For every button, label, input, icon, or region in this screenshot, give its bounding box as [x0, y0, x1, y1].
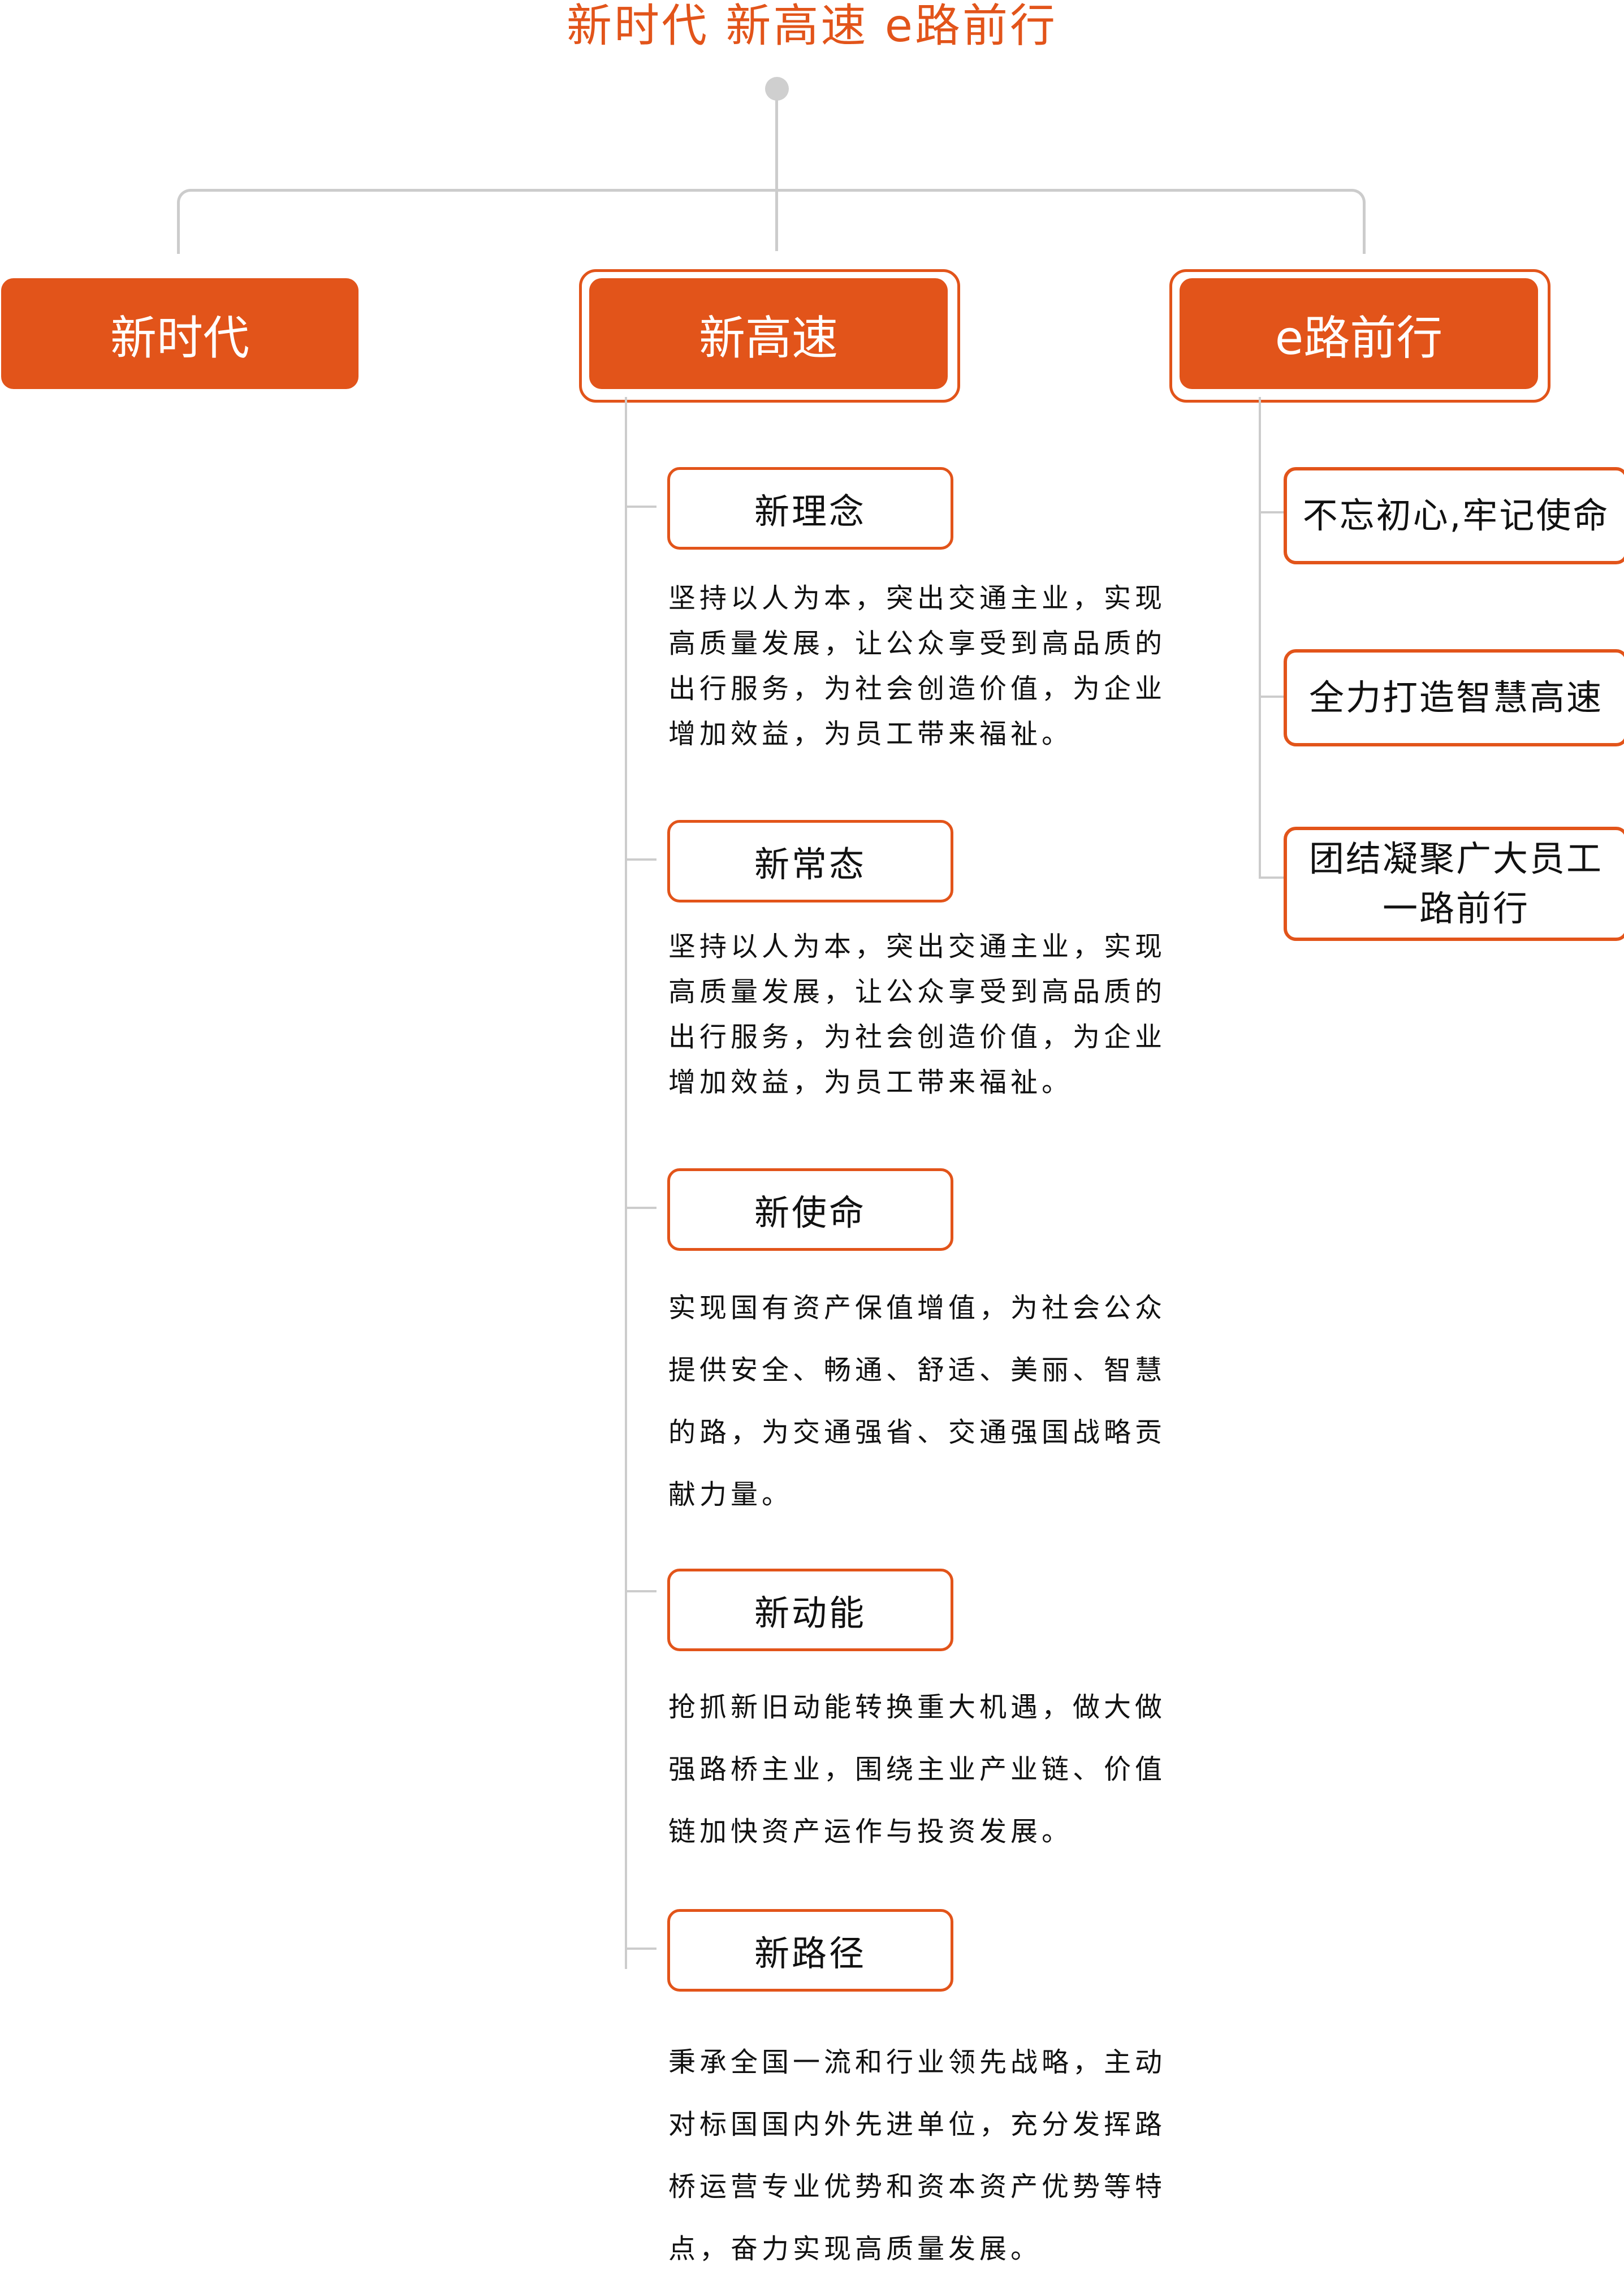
center-item-2-text: 坚持以人为本，突出交通主业，实现高质量发展，让公众享受到高品质的出行服务，为社会… [668, 931, 1167, 1098]
center-item-4-text: 抢抓新旧动能转换重大机遇，做大做强路桥主业，围绕主业产业链、价值链加快资产运作与… [668, 1691, 1167, 1847]
center-item-2-label: 新常态 [754, 844, 866, 885]
center-item-5-box: 新路径 [667, 1909, 953, 1992]
right-item-1-label: 不忘初心,牢记使命 [1302, 495, 1610, 536]
center-item-1-label: 新理念 [754, 491, 866, 532]
center-tick-4 [625, 1590, 656, 1592]
center-tick-2 [625, 858, 656, 861]
right-item-1-box: 不忘初心,牢记使命 [1284, 467, 1624, 564]
right-tick-3 [1259, 876, 1284, 879]
right-item-3-box: 团结凝聚广大员工一路前行 [1284, 827, 1624, 941]
right-item-2-box: 全力打造智慧高速 [1284, 649, 1624, 746]
center-item-1-text: 坚持以人为本，突出交通主业，实现高质量发展，让公众享受到高品质的出行服务，为社会… [668, 582, 1167, 750]
node-right-label: e路前行 [1275, 311, 1443, 365]
right-tick-2 [1259, 696, 1284, 698]
center-tick-1 [625, 506, 656, 508]
center-item-3-label: 新使命 [754, 1192, 866, 1233]
node-center-label: 新高速 [698, 311, 838, 365]
root-connector [775, 100, 778, 190]
diagram-title: 新时代 新高速 e路前行 [566, 0, 1058, 52]
right-spine [1259, 397, 1261, 879]
center-branch-connector [775, 190, 778, 251]
root-node-dot [765, 77, 789, 101]
center-item-5-text: 秉承全国一流和行业领先战略，主动对标国国内外先进单位，充分发挥路桥运营专业优势和… [668, 2046, 1167, 2265]
center-item-3-box: 新使命 [667, 1168, 953, 1251]
node-left: 新时代 [1, 278, 359, 389]
right-item-2-label: 全力打造智慧高速 [1308, 677, 1603, 718]
branch-bracket [177, 189, 1366, 254]
node-right: e路前行 [1180, 278, 1538, 389]
node-left-label: 新时代 [110, 311, 249, 365]
center-item-4-box: 新动能 [667, 1569, 953, 1651]
center-item-3-text: 实现国有资产保值增值，为社会公众提供安全、畅通、舒适、美丽、智慧的路，为交通强省… [668, 1292, 1167, 1510]
center-tick-3 [625, 1207, 656, 1209]
center-spine [625, 397, 627, 1969]
center-item-1-box: 新理念 [667, 467, 953, 550]
center-tick-5 [625, 1948, 656, 1950]
center-item-2-box: 新常态 [667, 820, 953, 902]
node-center: 新高速 [589, 278, 948, 389]
center-item-4-label: 新动能 [754, 1592, 866, 1634]
right-tick-1 [1259, 511, 1284, 513]
center-item-5-label: 新路径 [754, 1933, 866, 1974]
right-item-3-label: 团结凝聚广大员工一路前行 [1308, 838, 1603, 929]
